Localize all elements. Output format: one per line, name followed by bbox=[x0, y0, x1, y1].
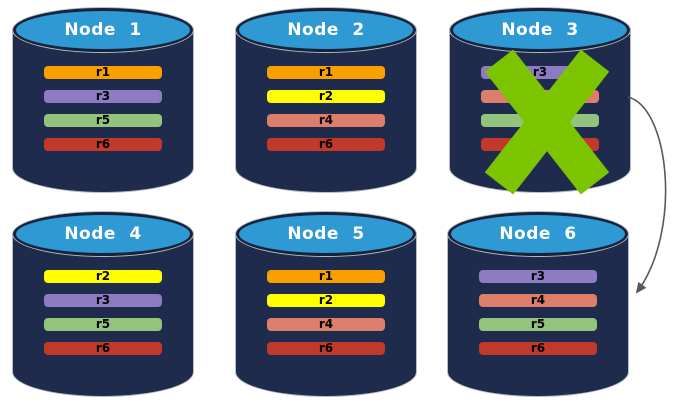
cylinder-top: Node 5 bbox=[236, 212, 416, 256]
replica-bar: r4 bbox=[267, 114, 385, 127]
replica-list: r2 r3 r5 r6 bbox=[13, 270, 193, 355]
replica-label: r5 bbox=[95, 317, 111, 331]
replica-bar: r4 bbox=[267, 318, 385, 331]
replica-bar: r4 bbox=[479, 294, 597, 307]
replica-label: r3 bbox=[530, 269, 546, 283]
cylinder-body bbox=[448, 234, 628, 396]
replica-bar: r6 bbox=[267, 138, 385, 151]
cylinder-body bbox=[13, 30, 193, 192]
cylinder-body bbox=[236, 234, 416, 396]
replica-label: r6 bbox=[530, 341, 546, 355]
node-4: Node 4 r2 r3 r5 r6 bbox=[13, 212, 193, 396]
replica-bar: r3 bbox=[44, 294, 162, 307]
replica-list: r1 r2 r4 r6 bbox=[236, 66, 416, 151]
node-title: Node 2 bbox=[287, 19, 365, 40]
node-2: Node 2 r1 r2 r4 r6 bbox=[236, 8, 416, 192]
replica-label: r6 bbox=[318, 137, 334, 151]
replica-label: r5 bbox=[530, 317, 546, 331]
replica-label: r3 bbox=[95, 89, 111, 103]
replica-bar: r6 bbox=[44, 342, 162, 355]
replica-label: r2 bbox=[95, 269, 111, 283]
replica-label: r6 bbox=[95, 341, 111, 355]
replica-list: r1 r3 r5 r6 bbox=[13, 66, 193, 151]
failure-cross-icon bbox=[450, 8, 630, 195]
node-5: Node 5 r1 r2 r4 r6 bbox=[236, 212, 416, 396]
replica-label: r6 bbox=[95, 137, 111, 151]
replica-bar: r6 bbox=[267, 342, 385, 355]
cylinder-top: Node 6 bbox=[448, 212, 628, 256]
replica-bar: r1 bbox=[267, 66, 385, 79]
replica-bar: r2 bbox=[44, 270, 162, 283]
replica-label: r4 bbox=[530, 293, 546, 307]
replica-bar: r5 bbox=[44, 114, 162, 127]
node-6: Node 6 r3 r4 r5 r6 bbox=[448, 212, 628, 396]
replica-label: r4 bbox=[318, 113, 334, 127]
cylinder-top: Node 3 bbox=[450, 8, 630, 52]
node-1: Node 1 r1 r3 r5 r6 bbox=[13, 8, 193, 192]
replica-label: r2 bbox=[318, 293, 334, 307]
replica-bar: r2 bbox=[267, 294, 385, 307]
replica-label: r5 bbox=[95, 113, 111, 127]
replica-bar: r6 bbox=[479, 342, 597, 355]
cylinder-top: Node 4 bbox=[13, 212, 193, 256]
replica-bar: r3 bbox=[479, 270, 597, 283]
replica-label: r1 bbox=[95, 65, 111, 79]
cylinder-top: Node 1 bbox=[13, 8, 193, 52]
node-title: Node 3 bbox=[501, 19, 579, 40]
replica-bar: r6 bbox=[44, 138, 162, 151]
cylinder-body bbox=[236, 30, 416, 192]
replica-label: r6 bbox=[318, 341, 334, 355]
replica-label: r3 bbox=[95, 293, 111, 307]
replica-bar: r3 bbox=[44, 90, 162, 103]
replica-label: r1 bbox=[318, 269, 334, 283]
replica-label: r4 bbox=[318, 317, 334, 331]
replica-list: r1 r2 r4 r6 bbox=[236, 270, 416, 355]
node-3: Node 3 r3 bbox=[450, 8, 630, 195]
replica-bar: r1 bbox=[44, 66, 162, 79]
replica-list: r3 r4 r5 r6 bbox=[448, 270, 628, 355]
replica-label: r1 bbox=[318, 65, 334, 79]
replica-bar: r5 bbox=[479, 318, 597, 331]
replica-bar: r2 bbox=[267, 90, 385, 103]
node-title: Node 5 bbox=[287, 223, 365, 244]
cylinder-body bbox=[13, 234, 193, 396]
node-title: Node 4 bbox=[64, 223, 142, 244]
cylinder-top: Node 2 bbox=[236, 8, 416, 52]
replica-label: r2 bbox=[318, 89, 334, 103]
node-title: Node 6 bbox=[499, 223, 577, 244]
node-title: Node 1 bbox=[64, 19, 142, 40]
replica-label: r3 bbox=[532, 65, 548, 79]
replica-bar: r5 bbox=[44, 318, 162, 331]
replica-bar: r1 bbox=[267, 270, 385, 283]
